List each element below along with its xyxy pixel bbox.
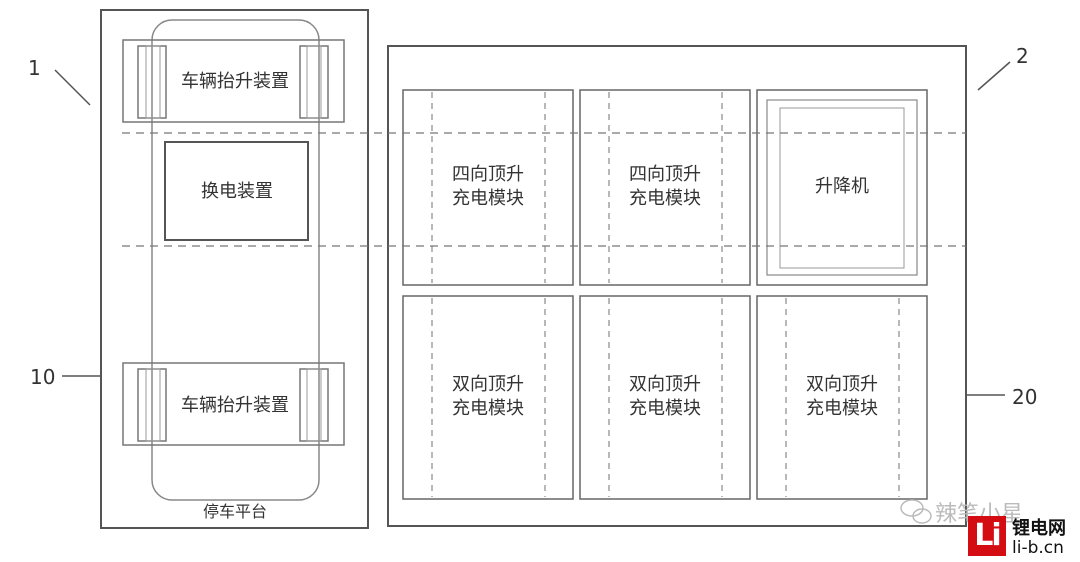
lift-top-left-pad-inner	[145, 45, 161, 119]
elevator-inner-frame	[766, 99, 918, 276]
lift-top-right-pad	[299, 45, 329, 119]
site-logo-name: 锂电网	[1012, 518, 1066, 539]
elevator-platform	[779, 107, 905, 269]
lift-device-top-label: 车辆抬升装置	[181, 71, 289, 92]
swap-device-label: 换电装置	[201, 181, 273, 202]
module-r1-c1	[402, 89, 574, 286]
module-r2-c3	[756, 295, 928, 500]
lift-bottom-right-pad	[299, 368, 329, 442]
lift-device-top-frame	[122, 39, 345, 123]
module-r1-c1-line2: 充电模块	[452, 188, 524, 209]
module-r2-c2-line1: 双向顶升	[629, 374, 701, 395]
module-r2-c1	[402, 295, 574, 500]
module-r1-c2-line2: 充电模块	[629, 188, 701, 209]
reference-label-10: 10	[30, 365, 56, 389]
module-r1-c2-line1: 四向顶升	[629, 164, 701, 185]
reference-label-20: 20	[1012, 385, 1038, 409]
site-logo-url: li-b.cn	[1012, 538, 1064, 558]
parking-platform-title: 停车平台	[203, 502, 267, 521]
site-logo-letters: Li	[974, 518, 1001, 553]
lift-bottom-left-pad-inner	[145, 368, 161, 442]
module-r2-c2	[579, 295, 751, 500]
lift-bottom-right-pad-inner	[306, 368, 322, 442]
module-r2-c3-line1: 双向顶升	[806, 374, 878, 395]
site-logo	[968, 516, 1006, 556]
reference-label-1: 1	[28, 56, 41, 80]
parking-platform-frame	[100, 9, 369, 529]
module-r2-c2-line2: 充电模块	[629, 398, 701, 419]
leader-line-2	[977, 61, 1011, 91]
leader-line-1	[54, 69, 91, 106]
lift-top-right-pad-inner	[306, 45, 322, 119]
module-r1-c2	[579, 89, 751, 286]
lift-device-bottom-label: 车辆抬升装置	[181, 395, 289, 416]
module-r2-c1-line1: 双向顶升	[452, 374, 524, 395]
swap-device-box	[164, 141, 309, 241]
wechat-icon	[900, 499, 932, 524]
module-r2-c3-line2: 充电模块	[806, 398, 878, 419]
module-r2-c1-line2: 充电模块	[452, 398, 524, 419]
module-r1-c1-line1: 四向顶升	[452, 164, 524, 185]
lift-device-bottom-frame	[122, 362, 345, 446]
vehicle-outline	[151, 19, 320, 501]
module-r1-c3-line1: 升降机	[815, 176, 869, 197]
alignment-lines	[122, 132, 966, 247]
module-r1-c3	[756, 89, 928, 286]
charging-area-frame	[387, 45, 967, 527]
reference-label-2: 2	[1016, 44, 1029, 68]
module-rails	[431, 92, 900, 497]
